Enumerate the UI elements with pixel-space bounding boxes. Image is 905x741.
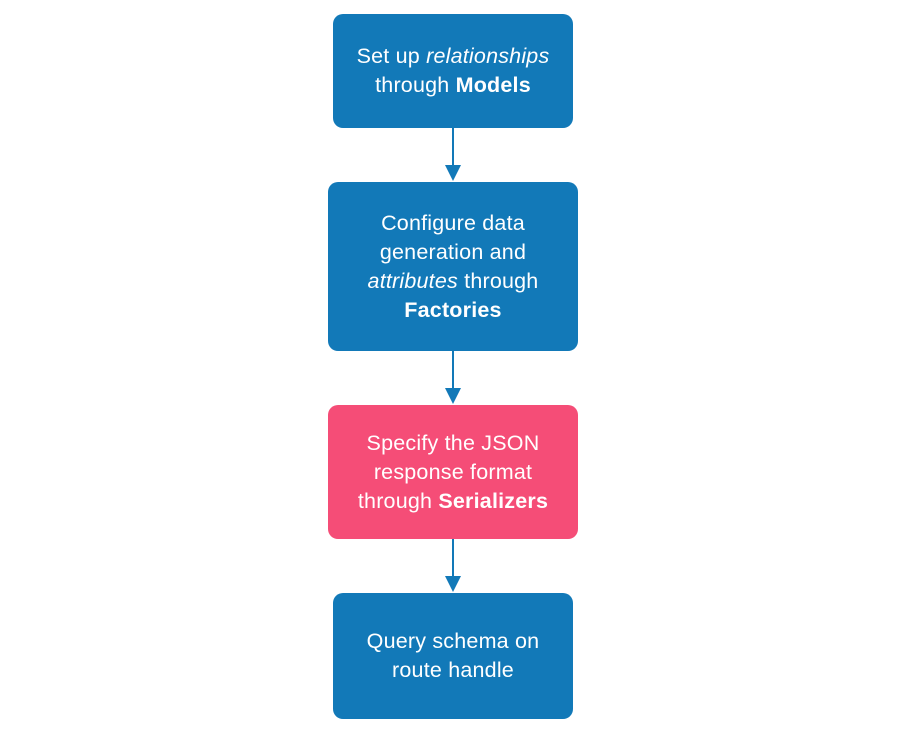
flow-node-models: Set up relationships through Models — [333, 14, 573, 128]
node-text-line: route handle — [333, 656, 573, 685]
text-segment-bold: Factories — [404, 297, 502, 322]
connector-models-to-factories — [445, 128, 461, 181]
text-segment-italic: relationships — [426, 44, 550, 68]
text-segment: Configure data — [381, 210, 525, 235]
node-text-line: attributes through — [328, 267, 578, 296]
text-segment-bold: Serializers — [438, 488, 549, 513]
arrow-down-icon — [445, 576, 461, 592]
text-segment: Query schema on — [366, 629, 540, 653]
node-text-line: generation and — [328, 238, 578, 267]
node-text-line: Specify the JSON — [328, 429, 578, 458]
arrow-line — [452, 128, 454, 165]
text-segment: generation and — [379, 239, 527, 264]
text-segment-bold: Models — [455, 73, 531, 97]
node-text-line: through Serializers — [328, 487, 578, 516]
text-segment: route handle — [392, 658, 514, 682]
text-segment: Set up — [356, 44, 427, 68]
node-text-line: through Models — [333, 71, 573, 100]
flow-node-route-handle: Query schema on route handle — [333, 593, 573, 719]
text-segment: through — [457, 268, 539, 293]
node-text-line: Query schema on — [333, 627, 573, 656]
connector-factories-to-serializers — [445, 351, 461, 404]
text-segment: through — [375, 73, 456, 97]
flow-node-serializers: Specify the JSON response format through… — [328, 405, 578, 539]
arrow-line — [452, 351, 454, 388]
arrow-line — [452, 539, 454, 576]
text-segment: through — [357, 488, 439, 513]
node-text-line: Set up relationships — [333, 42, 573, 71]
arrow-down-icon — [445, 388, 461, 404]
text-segment-italic: attributes — [367, 268, 458, 293]
connector-serializers-to-route-handle — [445, 539, 461, 592]
node-text-line: response format — [328, 458, 578, 487]
arrow-down-icon — [445, 165, 461, 181]
text-segment: response format — [373, 459, 533, 484]
text-segment: Specify the JSON — [366, 430, 540, 455]
node-text-line: Configure data — [328, 209, 578, 238]
node-text-line: Factories — [328, 296, 578, 325]
flow-node-factories: Configure data generation and attributes… — [328, 182, 578, 351]
